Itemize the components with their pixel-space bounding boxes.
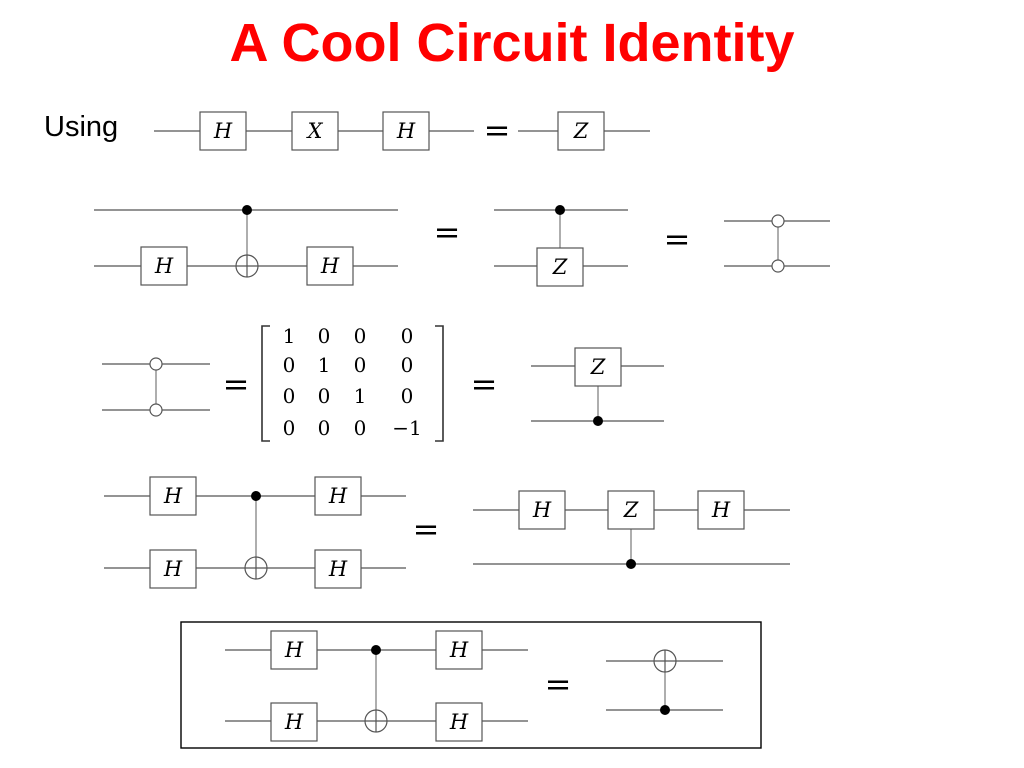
boxed-final-identity: H H H H = — [180, 621, 762, 749]
gate-h-label: H — [328, 484, 348, 508]
equals-sign: = — [223, 365, 250, 403]
gate-z-box — [607, 490, 655, 530]
using-label: Using — [44, 111, 119, 143]
gate-z-label: Z — [623, 498, 639, 522]
gate-h-box — [435, 630, 483, 670]
gate-h-box — [697, 490, 745, 530]
gate-z-label: Z — [573, 119, 589, 143]
gate-z-box — [557, 111, 605, 151]
control-dot — [626, 559, 636, 569]
identity-cnot-to-cz: H H = Z = — [94, 205, 830, 287]
matrix-entry: 1 — [318, 353, 331, 377]
gate-h-label: H — [284, 710, 304, 734]
open-control-dot — [149, 357, 163, 371]
gate-z-label: Z — [552, 255, 568, 279]
gate-z-box — [574, 347, 622, 387]
matrix-entry: −1 — [392, 416, 421, 440]
gate-x-label: X — [306, 119, 324, 143]
result-frame — [180, 621, 762, 749]
gate-h-box — [314, 476, 362, 516]
control-dot — [593, 416, 603, 426]
gate-h-box — [270, 702, 318, 742]
matrix-entry: 1 — [354, 384, 367, 408]
gate-h-box — [306, 246, 354, 286]
equals-sign: = — [413, 510, 440, 548]
gate-h-box — [270, 630, 318, 670]
matrix-left-bracket — [261, 325, 270, 442]
open-control-dot — [771, 214, 785, 228]
equals-sign: = — [664, 220, 691, 258]
open-control-dot — [149, 403, 163, 417]
gate-h-label: H — [163, 484, 183, 508]
matrix-entry: 0 — [318, 384, 331, 408]
gate-h-label: H — [711, 498, 731, 522]
identity-hxh-equals-z: H X H = Z — [154, 111, 650, 151]
matrix-entry: 0 — [318, 416, 331, 440]
matrix-entry: 0 — [354, 324, 367, 348]
control-dot — [660, 705, 670, 715]
gate-h-label: H — [284, 638, 304, 662]
gate-h-label: H — [163, 557, 183, 581]
equals-sign: = — [471, 365, 498, 403]
gate-h-box — [149, 476, 197, 516]
gate-h-box — [518, 490, 566, 530]
control-dot — [371, 645, 381, 655]
gate-h-box — [149, 549, 197, 589]
gate-h-box — [140, 246, 188, 286]
matrix-entry: 0 — [401, 324, 414, 348]
matrix-entry: 0 — [283, 353, 296, 377]
equals-sign: = — [484, 111, 511, 149]
matrix-right-bracket — [435, 325, 444, 442]
gate-h-label: H — [532, 498, 552, 522]
gate-h-box — [435, 702, 483, 742]
gate-h-label: H — [320, 254, 340, 278]
open-control-dot — [771, 259, 785, 273]
gate-h-label: H — [449, 710, 469, 734]
matrix-entry: 0 — [354, 353, 367, 377]
matrix-entry: 0 — [283, 416, 296, 440]
matrix-entry: 0 — [283, 384, 296, 408]
gate-h-box — [382, 111, 430, 151]
control-dot — [251, 491, 261, 501]
equals-sign: = — [545, 665, 572, 703]
gate-h-box — [199, 111, 247, 151]
gate-h-label: H — [213, 119, 233, 143]
gate-h-label: H — [396, 119, 416, 143]
control-dot — [555, 205, 565, 215]
matrix-entry: 0 — [401, 353, 414, 377]
gate-x-box — [291, 111, 339, 151]
matrix-entry: 0 — [401, 384, 414, 408]
gate-h-label: H — [154, 254, 174, 278]
gate-h-box — [314, 549, 362, 589]
gate-z-box — [536, 247, 584, 287]
identity-hh-cnot-hh: H H H H = H Z H — [104, 476, 790, 589]
control-dot — [242, 205, 252, 215]
matrix-entry: 1 — [283, 324, 296, 348]
matrix-entry: 0 — [318, 324, 331, 348]
gate-z-label: Z — [590, 355, 606, 379]
equals-sign: = — [434, 213, 461, 251]
gate-h-label: H — [328, 557, 348, 581]
gate-h-label: H — [449, 638, 469, 662]
matrix-entry: 0 — [354, 416, 367, 440]
slide-title: A Cool Circuit Identity — [229, 13, 795, 73]
